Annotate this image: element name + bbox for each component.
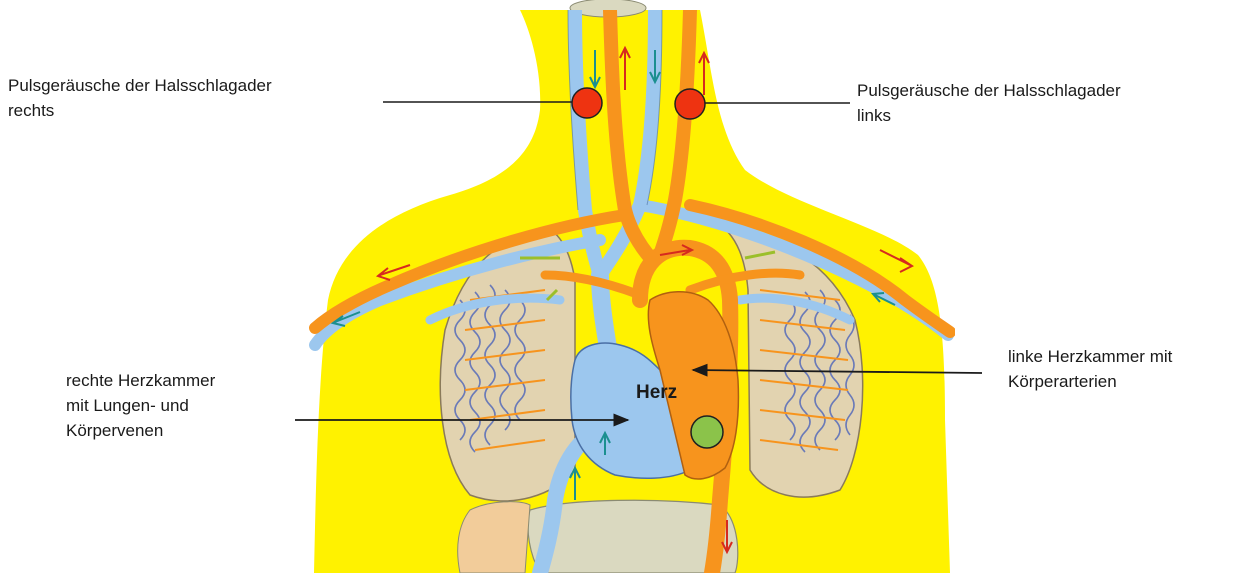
liver-shape <box>458 502 530 573</box>
label-carotid-right: Pulsgeräusche der Halsschlagader rechts <box>8 73 388 123</box>
label-carotid-left: Pulsgeräusche der Halsschlagader links <box>857 78 1247 128</box>
carotid-marker-left <box>675 89 705 119</box>
label-left-ventricle: linke Herzkammer mit Körperarterien <box>1008 344 1255 394</box>
carotid-marker-right <box>572 88 602 118</box>
heart-marker <box>691 416 723 448</box>
heart-label: Herz <box>636 382 677 404</box>
label-right-ventricle: rechte Herzkammer mit Lungen- und Körper… <box>66 368 296 443</box>
